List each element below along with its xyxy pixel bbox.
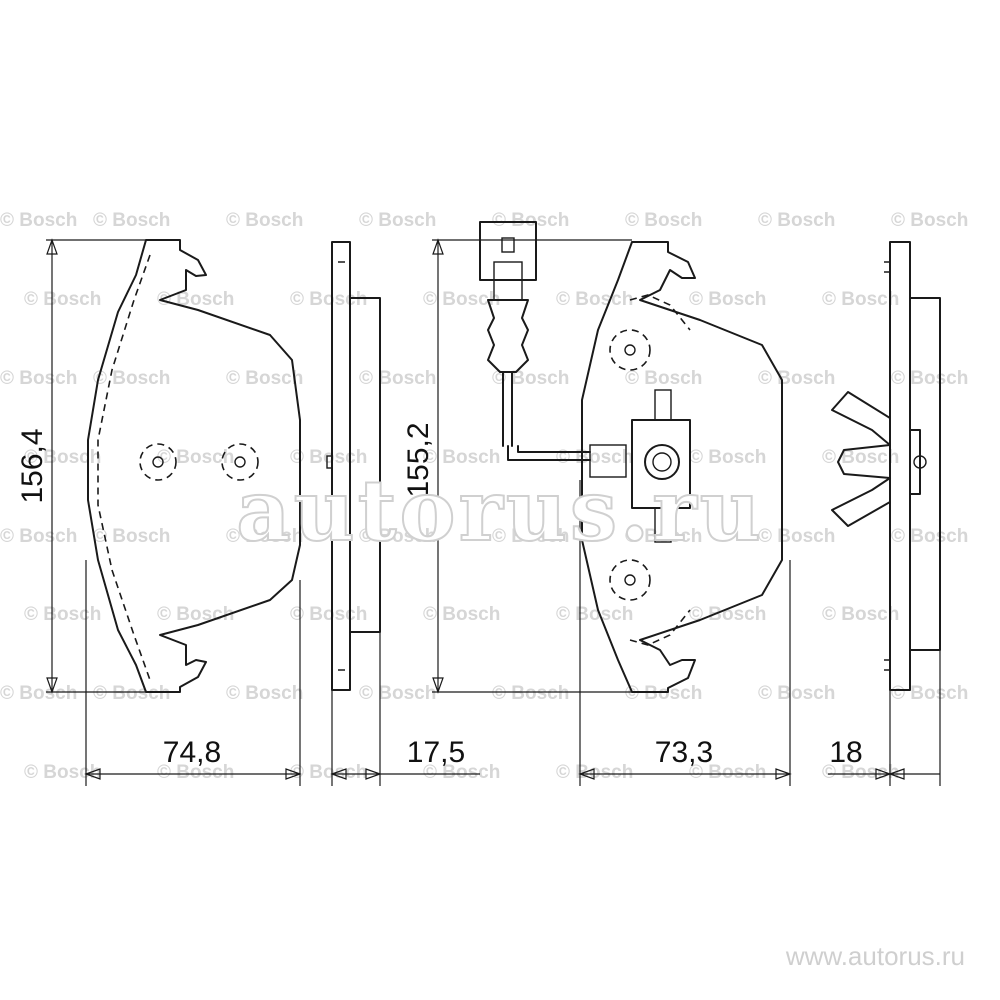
bosch-watermark-text: © Bosch — [492, 526, 569, 547]
dim-label-pad1-height: 156,4 — [16, 428, 49, 503]
bosch-watermark-text: © Bosch — [359, 683, 436, 704]
bosch-watermark-text: © Bosch — [24, 289, 101, 310]
bosch-watermark-text: © Bosch — [625, 526, 702, 547]
bosch-watermark-text: © Bosch — [758, 683, 835, 704]
bosch-watermark-text: © Bosch — [891, 683, 968, 704]
dim-label-pad1-thickness: 17,5 — [407, 736, 465, 769]
bosch-watermark-text: © Bosch — [157, 289, 234, 310]
bosch-watermark-text: © Bosch — [93, 683, 170, 704]
pad-2-front-view — [479, 221, 783, 693]
bosch-watermark-text: © Bosch — [625, 210, 702, 231]
bosch-watermark-text: © Bosch — [93, 368, 170, 389]
bosch-watermark-text: © Bosch — [423, 604, 500, 625]
dim-label-pad2-thickness: 18 — [829, 736, 862, 769]
bosch-watermark-text: © Bosch — [423, 762, 500, 783]
bosch-watermark-text: © Bosch — [556, 604, 633, 625]
bosch-watermark-text: © Bosch — [822, 289, 899, 310]
bosch-watermark-text: © Bosch — [758, 210, 835, 231]
bosch-watermark-text: © Bosch — [423, 447, 500, 468]
bosch-watermark-text: © Bosch — [556, 289, 633, 310]
dim-label-pad2-width: 73,3 — [655, 736, 713, 769]
bosch-watermark-text: © Bosch — [93, 210, 170, 231]
bosch-watermark-text: © Bosch — [226, 526, 303, 547]
bosch-watermark-text: © Bosch — [689, 604, 766, 625]
bosch-watermark-text: © Bosch — [24, 604, 101, 625]
bosch-watermark-text: © Bosch — [290, 604, 367, 625]
bosch-watermark-text: © Bosch — [290, 447, 367, 468]
bosch-watermark-text: © Bosch — [891, 368, 968, 389]
bosch-watermark-text: © Bosch — [290, 289, 367, 310]
bosch-watermark-text: © Bosch — [758, 526, 835, 547]
dimension-lines — [46, 238, 941, 786]
bosch-watermark-text: © Bosch — [423, 289, 500, 310]
bosch-watermark-text: © Bosch — [359, 526, 436, 547]
bosch-watermark-text: © Bosch — [758, 368, 835, 389]
bosch-watermark-text: © Bosch — [0, 210, 77, 231]
bosch-watermark-text: © Bosch — [157, 604, 234, 625]
dim-label-pad2-height: 155,2 — [402, 422, 435, 497]
bosch-watermark-text: © Bosch — [556, 762, 633, 783]
bosch-watermark-text: © Bosch — [492, 210, 569, 231]
bosch-watermark-text: © Bosch — [625, 368, 702, 389]
bosch-watermark-text: © Bosch — [891, 210, 968, 231]
bosch-watermark-text: © Bosch — [24, 447, 101, 468]
bosch-watermark-text: © Bosch — [822, 447, 899, 468]
autorus-watermark-logo: autorus.ru — [236, 461, 764, 560]
bosch-watermark-text: © Bosch — [290, 762, 367, 783]
dim-label-pad1-width: 74,8 — [163, 736, 221, 769]
bosch-watermark-text: © Bosch — [359, 368, 436, 389]
bosch-watermark-text: © Bosch — [891, 526, 968, 547]
pad-1-side-view — [326, 241, 381, 691]
bosch-watermark-text: © Bosch — [625, 683, 702, 704]
bosch-watermark-text: © Bosch — [689, 762, 766, 783]
bosch-watermark-text: © Bosch — [226, 210, 303, 231]
bosch-watermark-text: © Bosch — [0, 683, 77, 704]
bosch-watermark-text: © Bosch — [226, 683, 303, 704]
bosch-watermark-text: © Bosch — [689, 447, 766, 468]
bosch-watermark-text: © Bosch — [24, 762, 101, 783]
bosch-watermark-text: © Bosch — [157, 762, 234, 783]
bosch-watermark-text: © Bosch — [492, 683, 569, 704]
pad-1-front-view — [87, 239, 301, 693]
bosch-watermark-text: © Bosch — [359, 210, 436, 231]
bosch-watermark-text: © Bosch — [689, 289, 766, 310]
bosch-watermark-text: © Bosch — [822, 604, 899, 625]
bosch-watermark-text: © Bosch — [93, 526, 170, 547]
bosch-watermark-text: © Bosch — [226, 368, 303, 389]
pad-2-side-view — [831, 241, 941, 691]
bosch-watermark-text: © Bosch — [0, 368, 77, 389]
site-url-watermark: www.autorus.ru — [785, 941, 965, 971]
bosch-watermark-text: © Bosch — [0, 526, 77, 547]
